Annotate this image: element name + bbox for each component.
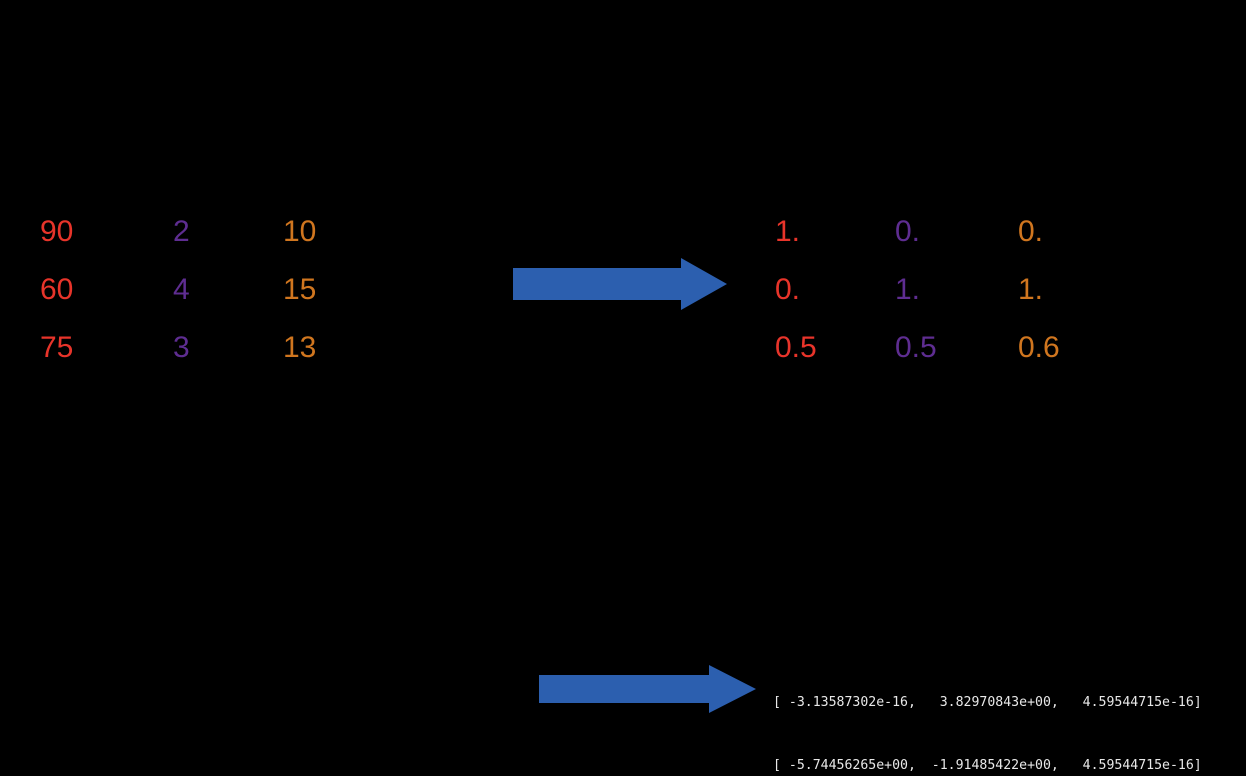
matrix-cell-r2c1: 3: [173, 331, 190, 364]
output-line-1: [ -5.74456265e+00, -1.91485422e+00, 4.59…: [773, 758, 1202, 773]
norm-cell-r2c2: 0.6: [1018, 331, 1060, 364]
transform-arrow: [539, 665, 756, 713]
norm-cell-r1c1: 1.: [895, 273, 921, 306]
norm-cell-r0c2: 0.: [1018, 215, 1044, 248]
norm-cell-r0c0: 1.: [775, 215, 801, 248]
transformed-array-output: [ -3.13587302e-16, 3.82970843e+00, 4.595…: [773, 650, 1202, 776]
matrix-cell-r1c0: 60: [40, 273, 74, 306]
matrix-cell-r0c0: 90: [40, 215, 74, 248]
norm-cell-r1c2: 1.: [1018, 273, 1044, 306]
norm-cell-r1c0: 0.: [775, 273, 801, 306]
raw-feature-matrix: 90 2 10 60 4 15 75 3 13: [40, 203, 316, 377]
matrix-cell-r2c2: 13: [283, 331, 317, 364]
norm-cell-r2c1: 0.5: [895, 331, 937, 364]
norm-cell-r0c1: 0.: [895, 215, 921, 248]
normalized-feature-matrix: 1. 0. 0. 0. 1. 1. 0.5 0.5 0.6: [775, 203, 1060, 377]
norm-cell-r2c0: 0.5: [775, 331, 817, 364]
matrix-cell-r2c0: 75: [40, 331, 74, 364]
matrix-cell-r0c2: 10: [283, 215, 317, 248]
matrix-cell-r1c2: 15: [283, 273, 317, 306]
output-line-0: [ -3.13587302e-16, 3.82970843e+00, 4.595…: [773, 695, 1202, 710]
normalize-arrow: [513, 258, 727, 310]
matrix-cell-r0c1: 2: [173, 215, 190, 248]
matrix-cell-r1c1: 4: [173, 273, 190, 306]
